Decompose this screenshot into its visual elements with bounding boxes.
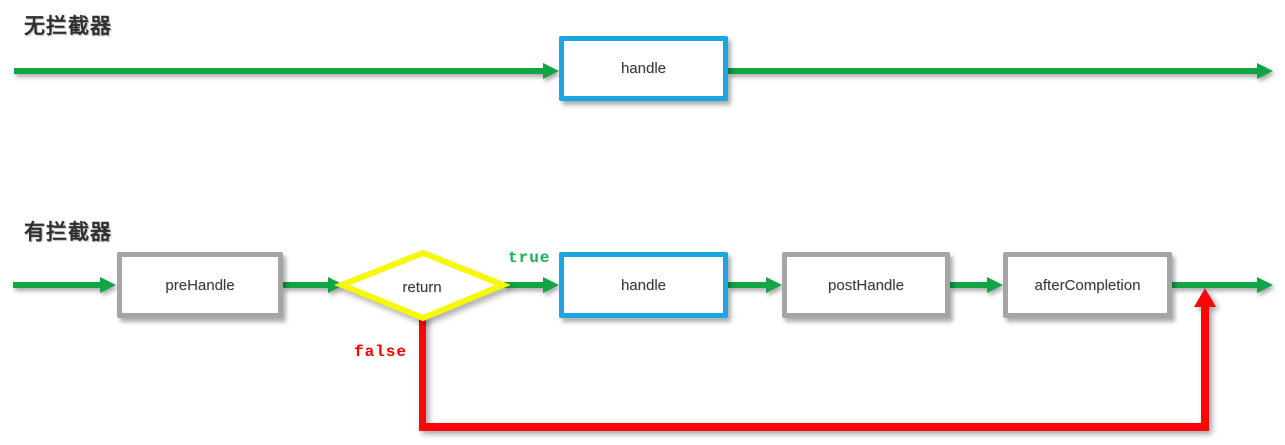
node-prehandle: preHandle bbox=[117, 252, 283, 318]
decision-return-diamond: return bbox=[333, 246, 511, 324]
arrowhead-right-icon bbox=[543, 63, 559, 79]
arrow-handle-to-posthandle bbox=[728, 277, 782, 293]
arrow-shaft bbox=[14, 68, 543, 74]
branch-true-label: true bbox=[508, 249, 551, 267]
node-handle: handle bbox=[559, 252, 728, 318]
arrowhead-right-icon bbox=[987, 277, 1003, 293]
node-prehandle-label: preHandle bbox=[165, 276, 235, 294]
node-posthandle: postHandle bbox=[782, 252, 950, 318]
node-aftercompletion: afterCompletion bbox=[1003, 252, 1172, 318]
node-aftercompletion-label: afterCompletion bbox=[1034, 276, 1141, 294]
arrowhead-right-icon bbox=[100, 277, 116, 293]
node-handle-label: handle bbox=[620, 276, 667, 294]
arrow-shaft bbox=[283, 282, 328, 288]
decision-return-label: return bbox=[402, 278, 442, 296]
diamond-shape bbox=[333, 249, 511, 322]
arrowhead-right-icon bbox=[1257, 63, 1273, 79]
node-posthandle-label: postHandle bbox=[828, 276, 904, 294]
false-path-vertical-up bbox=[1201, 304, 1209, 431]
arrowhead-right-icon bbox=[543, 277, 559, 293]
arrow-shaft bbox=[728, 68, 1257, 74]
arrow-shaft bbox=[728, 282, 766, 288]
arrow-shaft bbox=[13, 282, 100, 288]
arrowhead-right-icon bbox=[766, 277, 782, 293]
arrow-shaft bbox=[1172, 282, 1257, 288]
false-path-vertical-down bbox=[419, 314, 426, 428]
node-handle-label: handle bbox=[620, 60, 667, 77]
arrow-handle-to-response bbox=[728, 63, 1273, 79]
arrowhead-right-icon bbox=[1257, 277, 1273, 293]
arrow-request-to-handle bbox=[14, 63, 559, 79]
arrow-shaft bbox=[950, 282, 987, 288]
section-title-with-interceptor: 有拦截器 bbox=[24, 221, 112, 244]
arrow-posthandle-to-aftercompletion bbox=[950, 277, 1003, 293]
arrow-shaft bbox=[504, 282, 543, 288]
branch-false-label: false bbox=[354, 343, 408, 361]
arrow-aftercompletion-to-response bbox=[1172, 277, 1273, 293]
node-handle-no-interceptor: handle bbox=[559, 36, 728, 101]
arrowhead-up-icon bbox=[1194, 288, 1216, 307]
false-path-horizontal bbox=[419, 423, 1209, 431]
arrow-return-true-to-handle bbox=[504, 277, 559, 293]
arrow-request-to-prehandle bbox=[13, 277, 116, 293]
section-title-no-interceptor: 无拦截器 bbox=[24, 15, 112, 38]
